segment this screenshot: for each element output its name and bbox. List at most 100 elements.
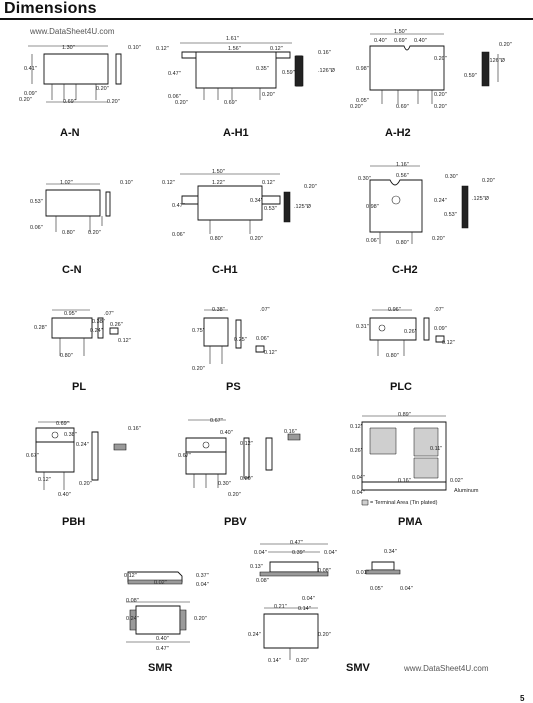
dim-label: 0.20" bbox=[194, 616, 207, 622]
dim-label: 0.67" bbox=[26, 453, 39, 459]
dim-label: 0.02" bbox=[450, 478, 463, 484]
dim-label: 0.16" bbox=[398, 478, 411, 484]
dim-label: 0.20" bbox=[175, 100, 188, 106]
plc-drawing bbox=[356, 306, 456, 366]
dim-label: 0.41" bbox=[24, 66, 37, 72]
pbh-drawing bbox=[30, 418, 140, 498]
dim-label: 0.20" bbox=[262, 92, 275, 98]
dim-label: 0.28" bbox=[34, 325, 47, 331]
package-label-a-h1: A-H1 bbox=[223, 127, 249, 139]
package-label-pl: PL bbox=[72, 381, 87, 393]
watermark-top: www.DataSheet4U.com bbox=[30, 27, 115, 36]
dim-label: .07" bbox=[104, 311, 114, 317]
dim-label: 0.47" bbox=[168, 71, 181, 77]
dim-label: 0.80" bbox=[210, 236, 223, 242]
dim-label: 0.06" bbox=[30, 225, 43, 231]
pma-legend: = Terminal Area (Tin plated) bbox=[370, 500, 438, 506]
dim-label: 0.08" bbox=[126, 598, 139, 604]
dim-label: 0.53" bbox=[30, 199, 43, 205]
package-label-ps: PS bbox=[226, 381, 241, 393]
dim-label: 0.08" bbox=[256, 578, 269, 584]
dim-label: .125"Ø bbox=[294, 204, 311, 210]
dim-label: .126"Ø bbox=[488, 58, 505, 64]
dim-label: 0.06" bbox=[168, 94, 181, 100]
dim-label: 0.12" bbox=[118, 338, 131, 344]
dim-label: 0.01" bbox=[356, 570, 369, 576]
dim-label: 0.20" bbox=[240, 476, 253, 482]
dim-label: 0.53" bbox=[264, 206, 277, 212]
dim-label: 1.02" bbox=[60, 180, 73, 186]
dim-label: 0.40" bbox=[58, 492, 71, 498]
dim-label: 0.09" bbox=[434, 326, 447, 332]
dim-label: 1.50" bbox=[212, 169, 225, 175]
dim-label: 1.50" bbox=[394, 29, 407, 35]
dim-label: 0.38" bbox=[92, 319, 105, 325]
dim-label: 0.04" bbox=[324, 550, 337, 556]
dim-label: 0.80" bbox=[62, 230, 75, 236]
dim-label: 0.12" bbox=[240, 441, 253, 447]
dim-label: 0.12" bbox=[262, 180, 275, 186]
dim-label: 0.04" bbox=[196, 582, 209, 588]
dim-label: 0.12" bbox=[442, 340, 455, 346]
dim-label: 0.13" bbox=[250, 564, 263, 570]
dim-label: 0.12" bbox=[38, 477, 51, 483]
package-label-a-h2: A-H2 bbox=[385, 127, 411, 139]
dim-label: 0.40" bbox=[374, 38, 387, 44]
dim-label: 1.56" bbox=[228, 46, 241, 52]
dim-label: 0.35" bbox=[256, 66, 269, 72]
dim-label: 0.96" bbox=[388, 307, 401, 313]
pbv-drawing bbox=[178, 416, 308, 498]
dim-label: 0.40" bbox=[220, 430, 233, 436]
dim-label: 0.04" bbox=[254, 550, 267, 556]
dim-label: 0.04" bbox=[302, 596, 315, 602]
dim-label: 0.14" bbox=[298, 606, 311, 612]
dim-label: 0.20" bbox=[96, 86, 109, 92]
dim-label: 0.20" bbox=[19, 97, 32, 103]
ps-drawing bbox=[200, 306, 280, 374]
dim-label: 0.14" bbox=[268, 658, 281, 664]
dim-label: 0.20" bbox=[432, 236, 445, 242]
dim-label: 0.53" bbox=[444, 212, 457, 218]
dim-label: 0.12" bbox=[270, 46, 283, 52]
package-label-smr: SMR bbox=[148, 662, 173, 674]
dim-label: 0.20" bbox=[434, 56, 447, 62]
a-h2-drawing bbox=[348, 30, 508, 110]
dim-label: 0.34" bbox=[250, 198, 263, 204]
c-h1-drawing bbox=[168, 170, 308, 242]
page-title: Dimensions bbox=[4, 0, 97, 17]
dim-label: 0.06" bbox=[366, 238, 379, 244]
dim-label: 0.05" bbox=[356, 98, 369, 104]
dim-label: 0.12" bbox=[162, 180, 175, 186]
dim-label: 0.10" bbox=[120, 180, 133, 186]
dim-label: .126"Ø bbox=[318, 68, 335, 74]
dim-label: 0.98" bbox=[366, 204, 379, 210]
dim-label: 0.30" bbox=[218, 481, 231, 487]
dim-label: 0.26" bbox=[110, 322, 123, 328]
dim-label: 0.95" bbox=[64, 311, 77, 317]
dim-label: 0.89" bbox=[398, 412, 411, 418]
dim-label: 0.24" bbox=[248, 632, 261, 638]
dim-label: 0.12" bbox=[350, 424, 363, 430]
dim-label: 0.47" bbox=[172, 203, 185, 209]
c-n-drawing bbox=[40, 180, 120, 238]
dim-label: 0.20" bbox=[107, 99, 120, 105]
dim-label: 0.04" bbox=[352, 475, 365, 481]
dim-label: 0.59" bbox=[282, 70, 295, 76]
dim-label: 0.12" bbox=[124, 573, 137, 579]
title-rule bbox=[0, 18, 533, 20]
dim-label: 0.34" bbox=[384, 549, 397, 555]
dim-label: 0.69" bbox=[394, 38, 407, 44]
a-h1-drawing bbox=[160, 38, 320, 108]
dim-label: 0.20" bbox=[296, 658, 309, 664]
dim-label: 0.20" bbox=[79, 481, 92, 487]
dim-label: 0.20" bbox=[499, 42, 512, 48]
dim-label: 1.30" bbox=[62, 45, 75, 51]
smr-drawing bbox=[118, 560, 208, 650]
dim-label: 0.40" bbox=[414, 38, 427, 44]
dim-label: 0.26" bbox=[350, 448, 363, 454]
dim-label: 0.21" bbox=[274, 604, 287, 610]
dim-label: 0.04" bbox=[352, 490, 365, 496]
dim-label: 0.31" bbox=[356, 324, 369, 330]
package-label-pma: PMA bbox=[398, 516, 423, 528]
dim-label: 0.10" bbox=[128, 45, 141, 51]
